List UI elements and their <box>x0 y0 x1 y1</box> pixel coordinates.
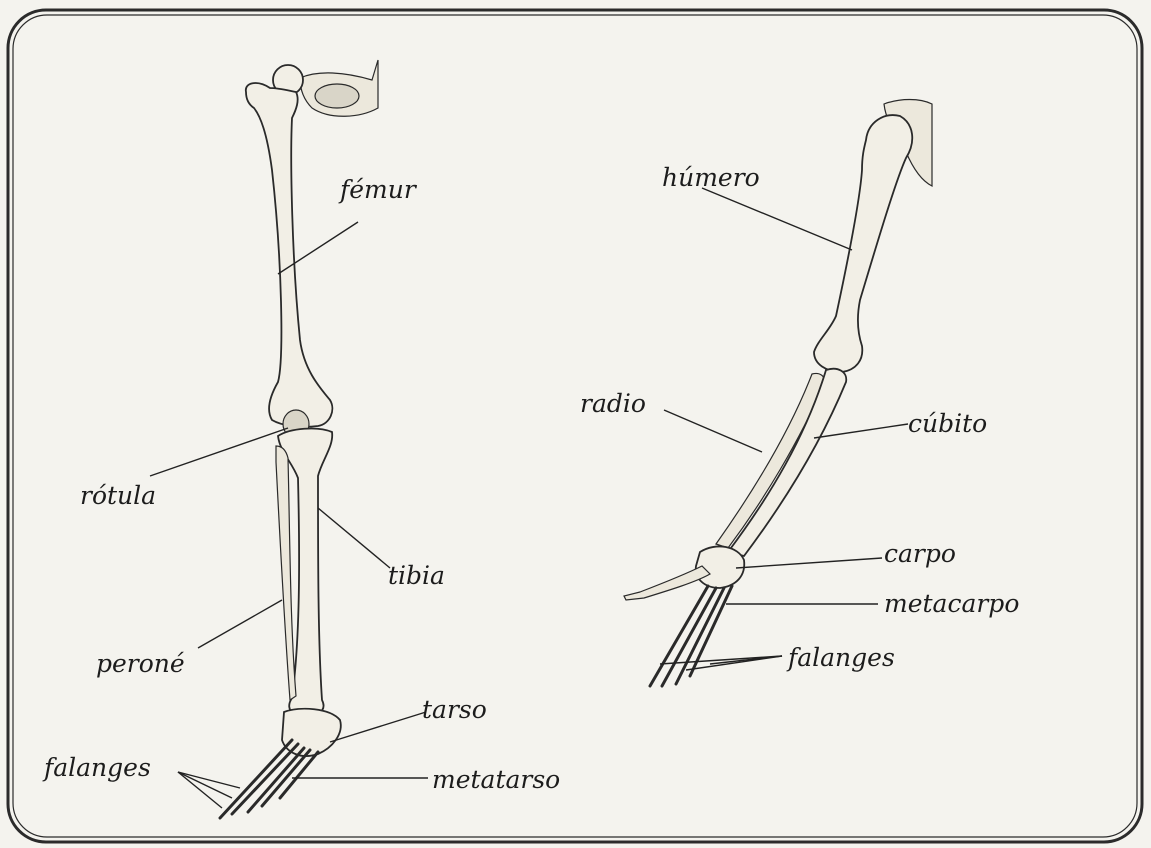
leader-tibia <box>318 508 390 568</box>
leader-cubito <box>814 424 908 438</box>
humerus-bone <box>814 115 912 372</box>
ulna-bone <box>728 369 846 556</box>
label-radio: radio <box>580 389 646 418</box>
label-falanges-leg: falanges <box>42 753 151 782</box>
label-metacarpo: metacarpo <box>884 589 1019 618</box>
label-tibia: tibia <box>388 561 445 590</box>
femur-bone <box>246 83 333 427</box>
leg-skeleton <box>220 60 378 818</box>
label-perone: peroné <box>96 649 185 678</box>
thumb-bones <box>624 566 710 600</box>
label-tarso: tarso <box>422 695 487 724</box>
leader-carpo <box>736 558 882 568</box>
leader-radio <box>664 410 762 452</box>
leader-perone <box>198 600 282 648</box>
tarsus-bones <box>282 709 341 756</box>
label-carpo: carpo <box>884 539 956 568</box>
label-humero: húmero <box>662 163 760 192</box>
label-rotula: rótula <box>80 481 156 510</box>
label-cubito: cúbito <box>908 409 987 438</box>
label-metatarso: metatarso <box>432 765 560 794</box>
label-femur: fémur <box>338 175 418 204</box>
hip-socket <box>315 84 359 108</box>
leader-rotula <box>150 428 288 476</box>
fibula-bone <box>276 446 296 700</box>
hand-phalanges <box>650 586 732 686</box>
label-falanges-arm: falanges <box>786 643 895 672</box>
leader-tarso <box>330 712 426 742</box>
leader-humero <box>702 188 852 250</box>
